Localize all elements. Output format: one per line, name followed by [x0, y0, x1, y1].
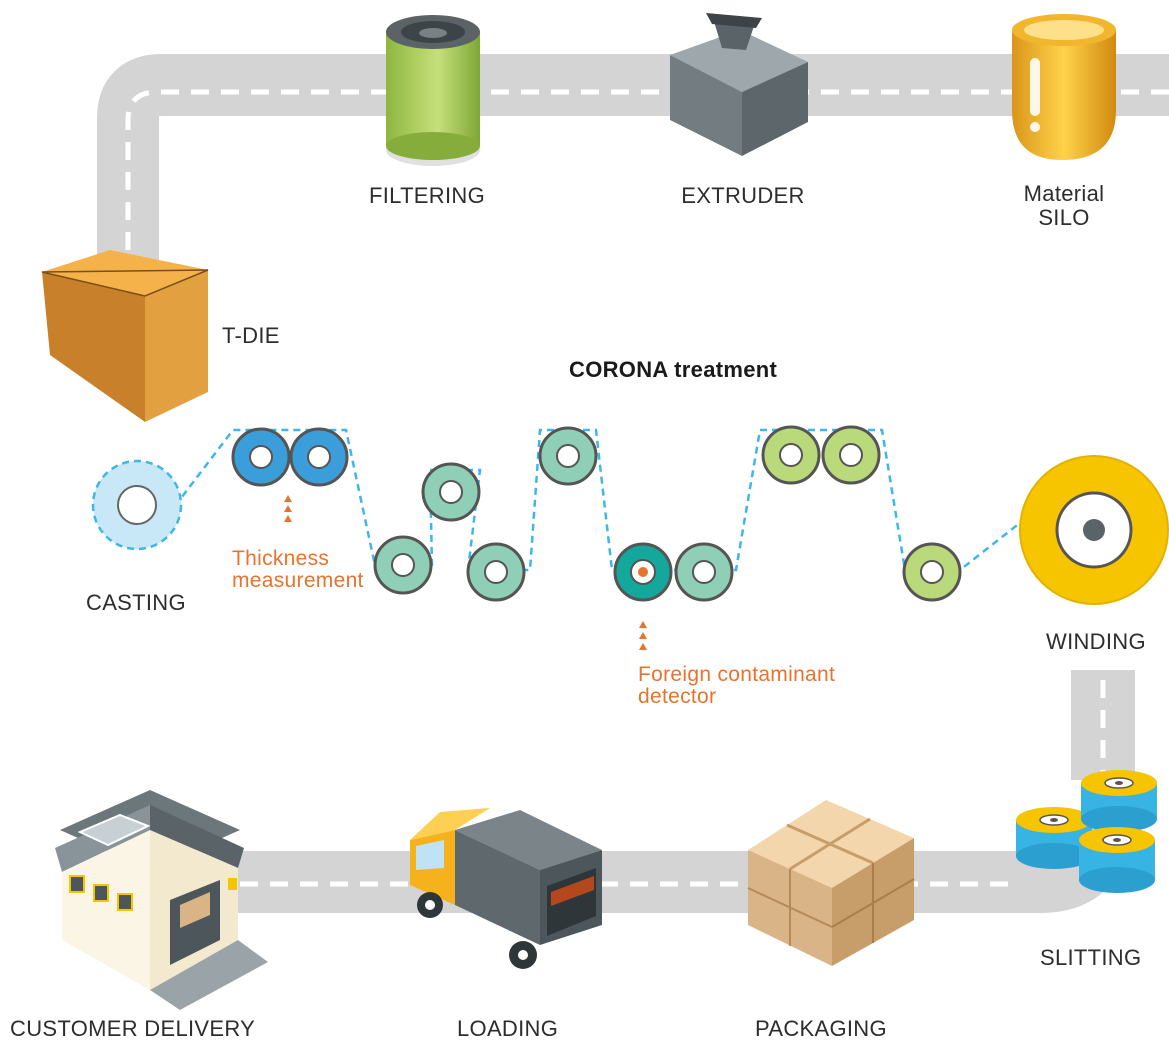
thickness-rollers-icon [231, 427, 349, 487]
truck-icon [410, 808, 602, 969]
label-material-silo-line2: SILO [1038, 205, 1090, 230]
label-thickness-line2: measurement [232, 569, 364, 592]
label-filtering: FILTERING [369, 183, 485, 208]
extruder-icon [670, 13, 808, 156]
film-path [174, 428, 1031, 572]
winding-reel-icon [1019, 455, 1169, 605]
filter-icon [386, 15, 480, 166]
label-t-die: T-DIE [222, 323, 280, 348]
label-thickness-line1: Thickness [232, 547, 330, 570]
label-material-silo: Material SILO [1012, 182, 1116, 230]
corona-rollers-icon [761, 425, 962, 602]
label-loading: LOADING [457, 1016, 559, 1041]
contaminant-arrow-icon [639, 621, 647, 650]
thickness-arrow-icon [284, 495, 292, 522]
guide-rollers-icon [373, 426, 734, 602]
casting-roller-icon [91, 459, 183, 551]
warehouse-icon [55, 790, 268, 1010]
t-die-icon [41, 250, 209, 422]
contaminant-detector-roller-icon [613, 542, 673, 602]
label-thickness-measurement: Thickness measurement [232, 548, 364, 592]
label-packaging: PACKAGING [755, 1016, 887, 1041]
label-contaminant-line2: detector [638, 685, 717, 708]
label-casting: CASTING [86, 590, 186, 615]
label-slitting: SLITTING [1040, 945, 1142, 970]
label-corona-treatment: CORONA treatment [569, 357, 778, 382]
material-silo-icon [1012, 14, 1116, 160]
label-foreign-contaminant-detector: Foreign contaminant detector [638, 664, 835, 708]
bottom-road [230, 818, 1131, 913]
label-contaminant-line1: Foreign contaminant [638, 663, 836, 686]
top-road [97, 54, 1169, 270]
packaging-boxes-icon [747, 800, 915, 966]
label-material-silo-line1: Material [1023, 181, 1105, 206]
label-customer-delivery: CUSTOMER DELIVERY [10, 1016, 256, 1041]
label-winding: WINDING [1046, 629, 1146, 654]
right-road [1071, 670, 1135, 780]
slitting-rolls-icon [1016, 770, 1157, 893]
label-extruder: EXTRUDER [681, 183, 805, 208]
